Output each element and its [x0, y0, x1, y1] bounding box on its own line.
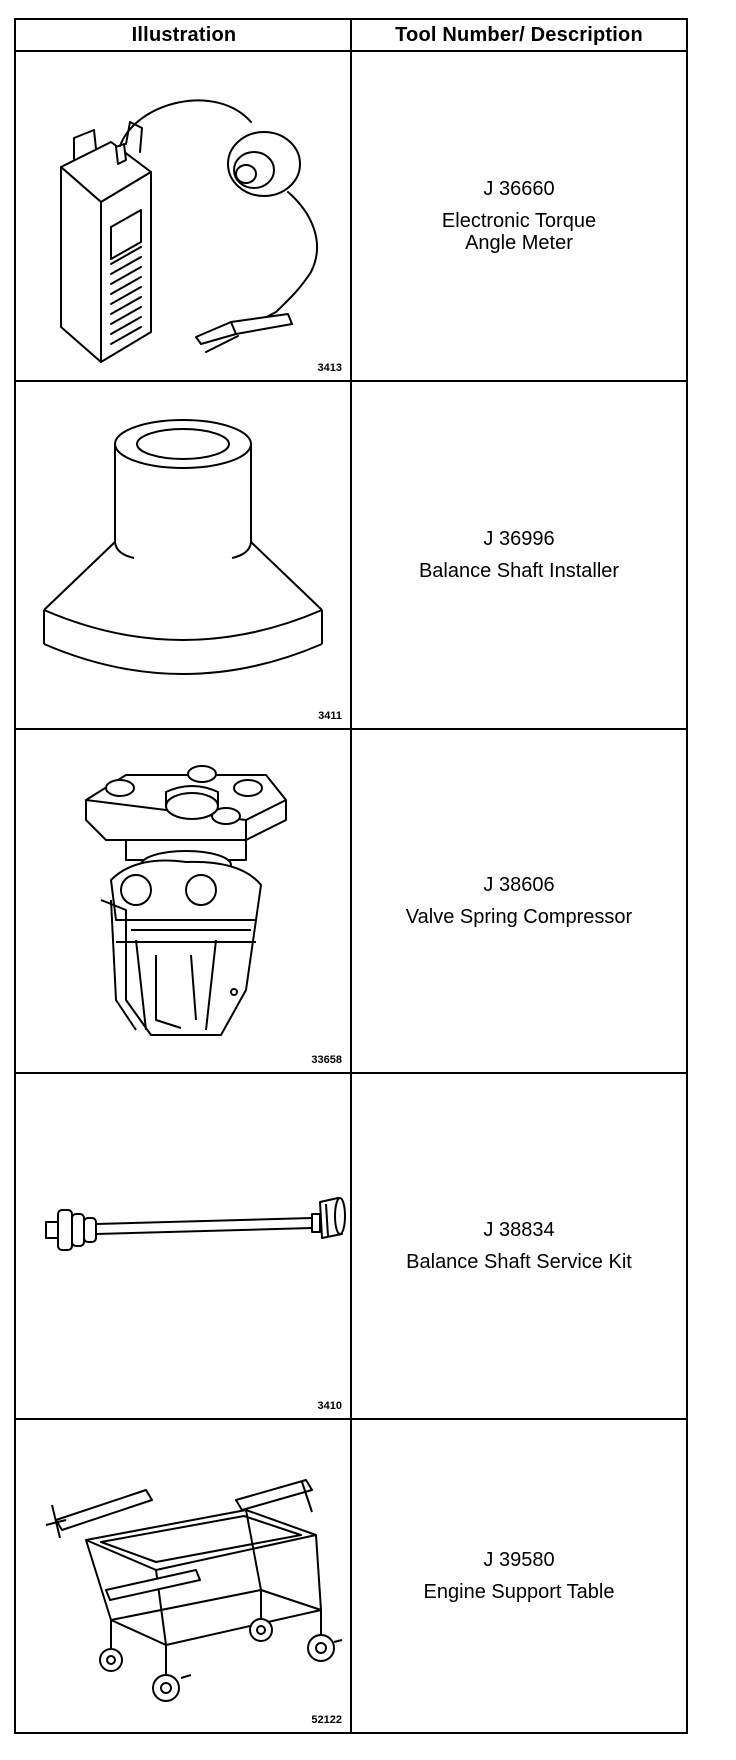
description-cell: J 38834 Balance Shaft Service Kit — [352, 1074, 686, 1418]
tool-description: Engine Support Table — [423, 1581, 615, 1603]
figure-number: 3411 — [318, 710, 342, 722]
table-row: 33658 J 38606 Valve Spring Compressor — [16, 730, 686, 1074]
table-row: 3413 J 36660 Electronic Torque Angle Met… — [16, 52, 686, 382]
illustration-cell: 3410 — [16, 1074, 350, 1418]
figure-number: 33658 — [311, 1054, 342, 1066]
table-row: 3411 J 36996 Balance Shaft Installer — [16, 382, 686, 730]
illustration-cell: 52122 — [16, 1420, 350, 1732]
tool-number: J 38606 — [483, 874, 555, 896]
spring-compressor-icon — [85, 765, 287, 1036]
description-cell: J 38606 Valve Spring Compressor — [352, 730, 686, 1072]
header-illustration: Illustration — [131, 24, 237, 46]
figure-number: 52122 — [311, 1714, 342, 1726]
figure-number: 3410 — [317, 1400, 342, 1412]
tool-description: Balance Shaft Service Kit — [406, 1251, 632, 1273]
tool-number: J 39580 — [483, 1549, 555, 1571]
description-cell: J 36996 Balance Shaft Installer — [352, 382, 686, 728]
tool-table: Illustration Tool Number/ Description — [14, 18, 688, 1734]
table-row: 52122 J 39580 Engine Support Table — [16, 1420, 686, 1732]
table-row: 3410 J 38834 Balance Shaft Service Kit — [16, 1074, 686, 1420]
service-kit-icon — [45, 1197, 346, 1251]
header-tool-description: Tool Number/ Description — [395, 24, 643, 46]
shaft-installer-icon — [43, 419, 323, 675]
illustration-cell: 3411 — [16, 382, 350, 728]
column-divider — [350, 20, 352, 1732]
tool-number: J 36996 — [483, 528, 555, 550]
tool-description: Valve Spring Compressor — [405, 906, 633, 928]
torque-angle-meter-icon — [60, 99, 318, 363]
tool-description: Electronic Torque Angle Meter — [441, 210, 597, 254]
description-cell: J 36660 Electronic Torque Angle Meter — [352, 52, 686, 380]
figure-number: 3413 — [317, 362, 342, 374]
support-table-icon — [45, 1479, 343, 1702]
tool-description: Balance Shaft Installer — [418, 560, 620, 582]
illustration-cell: 33658 — [16, 730, 350, 1072]
description-cell: J 39580 Engine Support Table — [352, 1420, 686, 1732]
tool-number: J 36660 — [483, 178, 555, 200]
tool-number: J 38834 — [483, 1219, 555, 1241]
illustration-cell: 3413 — [16, 52, 350, 380]
